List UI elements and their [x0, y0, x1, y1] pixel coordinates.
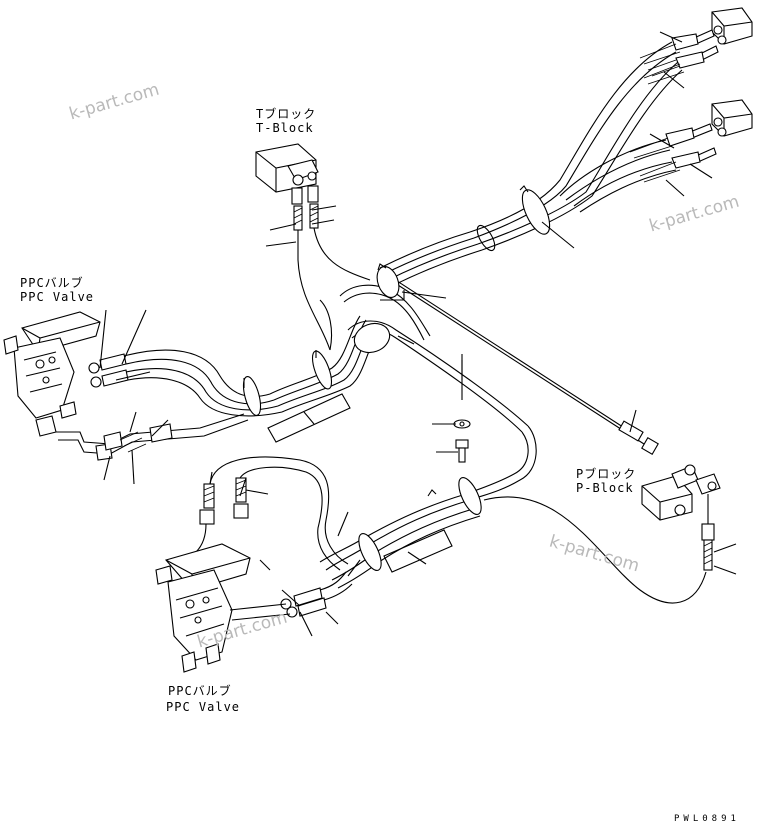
t-block [255, 143, 371, 351]
p-block-label-en: P-Block [576, 481, 634, 495]
lower-hose-bundle [319, 477, 707, 604]
lower-ppc-valve-label-jp: PPCバルブ [168, 684, 232, 698]
t-block-label-en: T-Block [256, 121, 314, 135]
lower-ppc-valve [155, 543, 353, 673]
lower-ppc-valve-label-en: PPC Valve [166, 700, 241, 714]
upper-right-valve-block [693, 7, 753, 61]
lower-ppc-upper-hoses [195, 456, 349, 571]
right-hose-ends [629, 33, 705, 183]
middle-right-valve-block [689, 99, 753, 163]
t-block-label-jp: Tブロック [256, 107, 317, 121]
upper-ppc-valve [3, 311, 129, 437]
right-hose-bundle [379, 41, 683, 287]
leader-lines [99, 31, 737, 637]
t-to-p-line [379, 269, 659, 455]
bolt-and-washer [453, 419, 471, 463]
p-block-label-jp: Pブロック [576, 467, 637, 481]
left-clamp-group [242, 299, 379, 443]
p-block [641, 464, 721, 571]
centre-clamp [339, 263, 537, 501]
upper-ppc-valve-label-en: PPC Valve [20, 290, 95, 304]
upper-ppc-valve-label-jp: PPCバルブ [20, 276, 84, 290]
drawing-code: PWL0891 [674, 814, 740, 824]
